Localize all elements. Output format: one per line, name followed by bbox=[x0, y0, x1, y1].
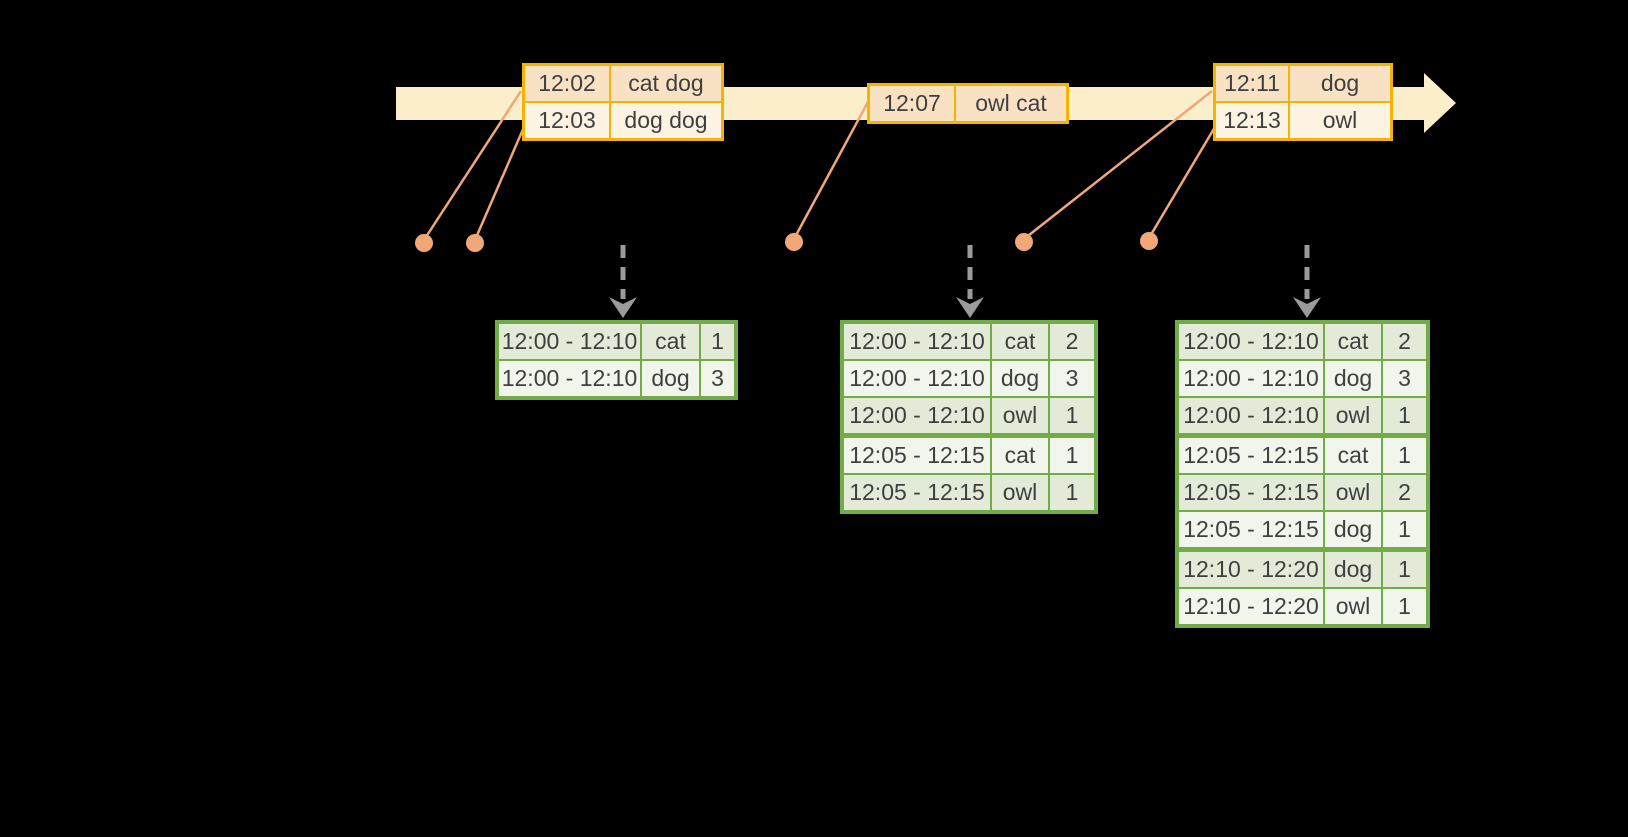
word-cell: dog bbox=[642, 361, 699, 396]
window-cell: 12:05 - 12:15 bbox=[1179, 475, 1323, 510]
word-cell: cat bbox=[1325, 438, 1381, 473]
event-words-cell: dog bbox=[1290, 66, 1390, 101]
count-cell: 1 bbox=[701, 324, 734, 359]
event-dot bbox=[415, 234, 433, 252]
word-cell: cat bbox=[992, 438, 1048, 473]
count-cell: 1 bbox=[1050, 475, 1094, 510]
event-connector-line bbox=[792, 99, 871, 240]
event-dot bbox=[785, 233, 803, 251]
trigger-arrowhead-icon bbox=[609, 297, 637, 318]
window-cell: 12:00 - 12:10 bbox=[1179, 324, 1323, 359]
window-cell: 12:00 - 12:10 bbox=[844, 361, 990, 396]
event-words-cell: owl cat bbox=[956, 86, 1066, 121]
event-words-cell: cat dog bbox=[611, 66, 721, 101]
word-cell: owl bbox=[992, 398, 1048, 433]
window-cell: 12:00 - 12:10 bbox=[844, 398, 990, 433]
event-dot bbox=[466, 234, 484, 252]
window-cell: 12:05 - 12:15 bbox=[844, 438, 990, 473]
word-cell: dog bbox=[992, 361, 1048, 396]
window-cell: 12:05 - 12:15 bbox=[844, 475, 990, 510]
event-dot bbox=[1140, 232, 1158, 250]
event-time-cell: 12:11 bbox=[1216, 66, 1288, 101]
count-cell: 1 bbox=[1383, 438, 1426, 473]
word-cell: cat bbox=[992, 324, 1048, 359]
count-cell: 2 bbox=[1383, 475, 1426, 510]
count-cell: 3 bbox=[1050, 361, 1094, 396]
word-cell: owl bbox=[1325, 398, 1381, 433]
trigger-arrowhead-icon bbox=[956, 297, 984, 318]
window-cell: 12:00 - 12:10 bbox=[499, 361, 640, 396]
timeline-arrowhead-icon bbox=[1424, 73, 1456, 133]
word-cell: cat bbox=[1325, 324, 1381, 359]
count-cell: 3 bbox=[1383, 361, 1426, 396]
count-cell: 1 bbox=[1383, 589, 1426, 624]
count-cell: 1 bbox=[1383, 512, 1426, 547]
window-cell: 12:05 - 12:15 bbox=[1179, 512, 1323, 547]
event-words-cell: dog dog bbox=[611, 103, 721, 138]
word-cell: owl bbox=[1325, 589, 1381, 624]
window-cell: 12:00 - 12:10 bbox=[1179, 398, 1323, 433]
trigger-arrowhead-icon bbox=[1293, 297, 1321, 318]
event-connector-line bbox=[473, 126, 526, 241]
event-time-cell: 12:03 bbox=[525, 103, 609, 138]
word-cell: cat bbox=[642, 324, 699, 359]
event-time-cell: 12:13 bbox=[1216, 103, 1288, 138]
count-cell: 1 bbox=[1383, 398, 1426, 433]
event-words-cell: owl bbox=[1290, 103, 1390, 138]
window-cell: 12:10 - 12:20 bbox=[1179, 589, 1323, 624]
event-connector-line bbox=[1147, 126, 1217, 239]
count-cell: 1 bbox=[1050, 398, 1094, 433]
word-cell: dog bbox=[1325, 361, 1381, 396]
window-cell: 12:10 - 12:20 bbox=[1179, 552, 1323, 587]
window-cell: 12:05 - 12:15 bbox=[1179, 438, 1323, 473]
event-dot bbox=[1015, 233, 1033, 251]
word-cell: owl bbox=[1325, 475, 1381, 510]
count-cell: 1 bbox=[1383, 552, 1426, 587]
event-time-cell: 12:02 bbox=[525, 66, 609, 101]
window-cell: 12:00 - 12:10 bbox=[1179, 361, 1323, 396]
count-cell: 2 bbox=[1383, 324, 1426, 359]
count-cell: 2 bbox=[1050, 324, 1094, 359]
word-cell: dog bbox=[1325, 552, 1381, 587]
word-cell: dog bbox=[1325, 512, 1381, 547]
word-cell: owl bbox=[992, 475, 1048, 510]
event-time-cell: 12:07 bbox=[870, 86, 954, 121]
count-cell: 3 bbox=[701, 361, 734, 396]
count-cell: 1 bbox=[1050, 438, 1094, 473]
window-cell: 12:00 - 12:10 bbox=[499, 324, 640, 359]
window-cell: 12:00 - 12:10 bbox=[844, 324, 990, 359]
